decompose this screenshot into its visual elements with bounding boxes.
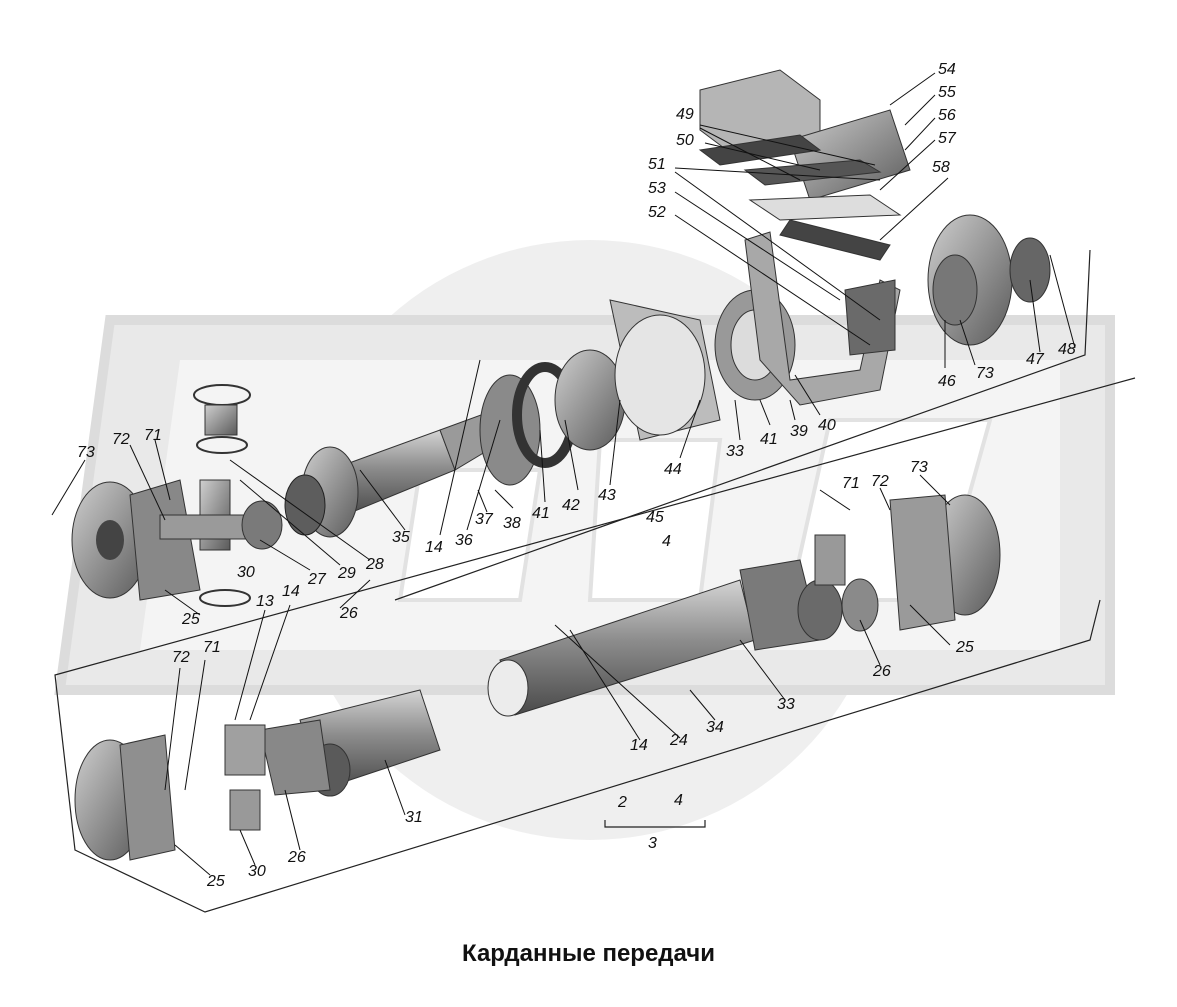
callout-71: 71: [203, 639, 221, 656]
callout-39: 39: [790, 423, 808, 440]
callout-37: 37: [475, 511, 493, 528]
callout-49: 49: [676, 106, 694, 123]
callout-13: 13: [256, 593, 274, 610]
callout-31: 31: [405, 809, 423, 826]
callout-28: 28: [366, 556, 384, 573]
callout-73: 73: [910, 459, 928, 476]
callout-25: 25: [207, 873, 225, 890]
callout-72: 72: [112, 431, 130, 448]
callout-51: 51: [648, 156, 666, 173]
callout-30: 30: [248, 863, 266, 880]
upper-left-flange-yoke: [71, 479, 201, 601]
lower-right-flange-yoke: [889, 494, 1001, 631]
callout-3: 3: [648, 835, 657, 852]
callout-73: 73: [976, 365, 994, 382]
upper-shaft-assembly: [284, 407, 506, 538]
leader-lines: [51, 72, 1076, 876]
callout-25: 25: [956, 639, 974, 656]
upper-cross-and-caps: [159, 384, 283, 607]
callout-53: 53: [648, 180, 666, 197]
callout-43: 43: [598, 487, 616, 504]
callout-38: 38: [503, 515, 521, 532]
callout-14: 14: [630, 737, 648, 754]
callout-25: 25: [182, 611, 200, 628]
callout-42: 42: [562, 497, 580, 514]
group-outlines: [54, 249, 1136, 913]
callout-50: 50: [676, 132, 694, 149]
callout-54: 54: [938, 61, 956, 78]
callout-55: 55: [938, 84, 956, 101]
callout-44: 44: [664, 461, 682, 478]
callout-57: 57: [938, 130, 956, 147]
figure-caption: Карданные передачи: [462, 940, 715, 967]
callout-29: 29: [338, 565, 356, 582]
callout-40: 40: [818, 417, 836, 434]
callout-30: 30: [237, 564, 255, 581]
callout-46: 46: [938, 373, 956, 390]
callout-73: 73: [77, 444, 95, 461]
callout-72: 72: [172, 649, 190, 666]
callout-52: 52: [648, 204, 666, 221]
mounting-plates: [698, 69, 911, 261]
callout-2: 2: [618, 794, 627, 811]
callout-45: 45: [646, 509, 664, 526]
callout-26: 26: [873, 663, 891, 680]
callout-14: 14: [425, 539, 443, 556]
callout-56: 56: [938, 107, 956, 124]
callout-4: 4: [662, 533, 671, 550]
callout-47: 47: [1026, 351, 1044, 368]
callout-36: 36: [455, 532, 473, 549]
callout-34: 34: [706, 719, 724, 736]
callout-41: 41: [760, 431, 778, 448]
lower-left-flange-yoke: [74, 734, 176, 861]
callout-4: 4: [674, 792, 683, 809]
callout-26: 26: [340, 605, 358, 622]
callout-71: 71: [144, 427, 162, 444]
callout-41: 41: [532, 505, 550, 522]
callout-71: 71: [842, 475, 860, 492]
callout-72: 72: [871, 473, 889, 490]
lower-left-shaft: [224, 689, 441, 831]
callout-26: 26: [288, 849, 306, 866]
callout-35: 35: [392, 529, 410, 546]
callout-14: 14: [282, 583, 300, 600]
callout-24: 24: [670, 732, 688, 749]
output-flange: [927, 214, 1051, 346]
callout-33: 33: [726, 443, 744, 460]
callout-27: 27: [308, 571, 326, 588]
callout-48: 48: [1058, 341, 1076, 358]
lower-right-shaft: [487, 534, 879, 717]
callout-33: 33: [777, 696, 795, 713]
callout-58: 58: [932, 159, 950, 176]
